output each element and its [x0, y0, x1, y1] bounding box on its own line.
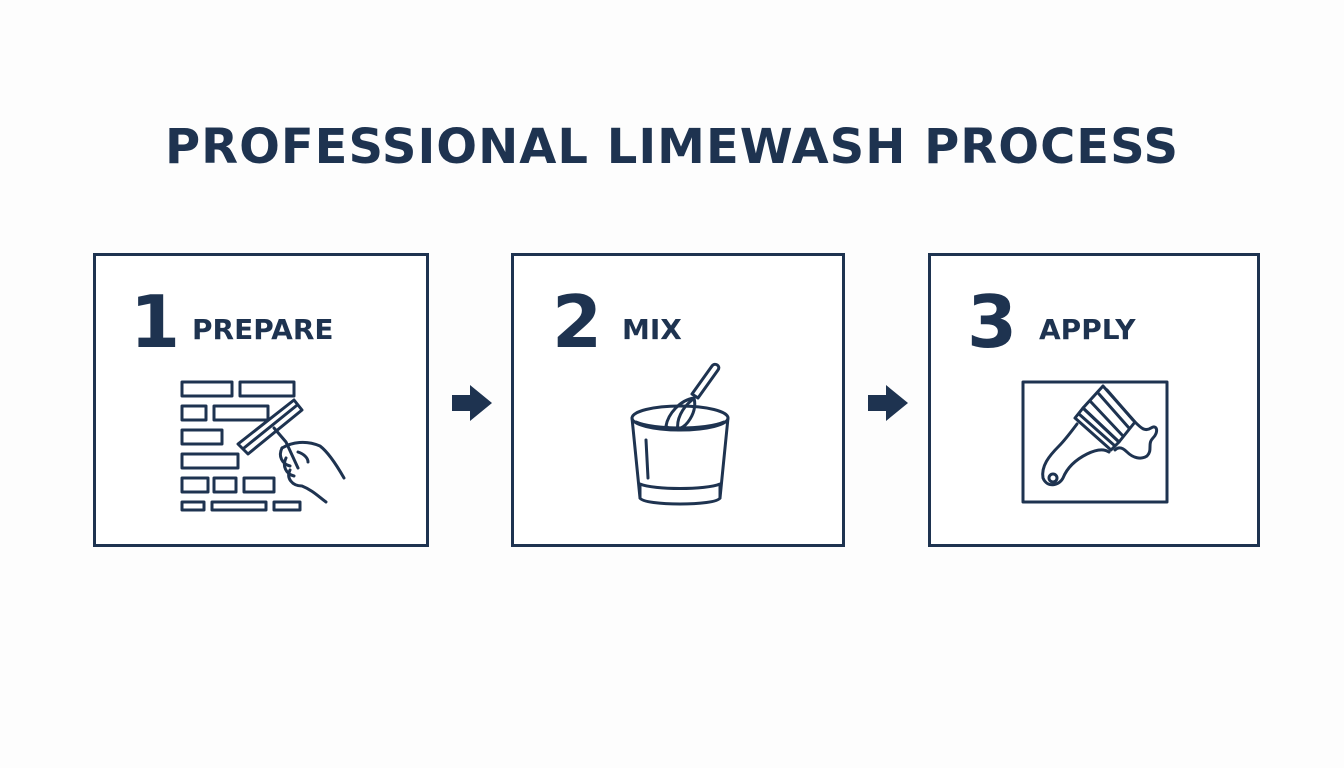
- step-number: 2: [552, 280, 603, 364]
- step-number: 1: [130, 280, 181, 364]
- step-number: 3: [967, 280, 1018, 364]
- step-label: PREPARE: [192, 313, 334, 346]
- arrow-right-icon: [452, 385, 492, 421]
- step-label: MIX: [622, 313, 682, 346]
- arrow-right-icon: [868, 385, 908, 421]
- step-label: APPLY: [1039, 313, 1136, 346]
- brick-wall-scraper-icon: [180, 380, 346, 512]
- page-title: PROFESSIONAL LIMEWASH PROCESS: [164, 119, 1180, 175]
- step-card-mix: 2 MIX: [511, 253, 845, 547]
- bucket-whisk-icon: [630, 362, 730, 506]
- paintbrush-icon: [1021, 380, 1169, 504]
- step-card-prepare: 1 PREPARE: [93, 253, 429, 547]
- step-card-apply: 3 APPLY: [928, 253, 1260, 547]
